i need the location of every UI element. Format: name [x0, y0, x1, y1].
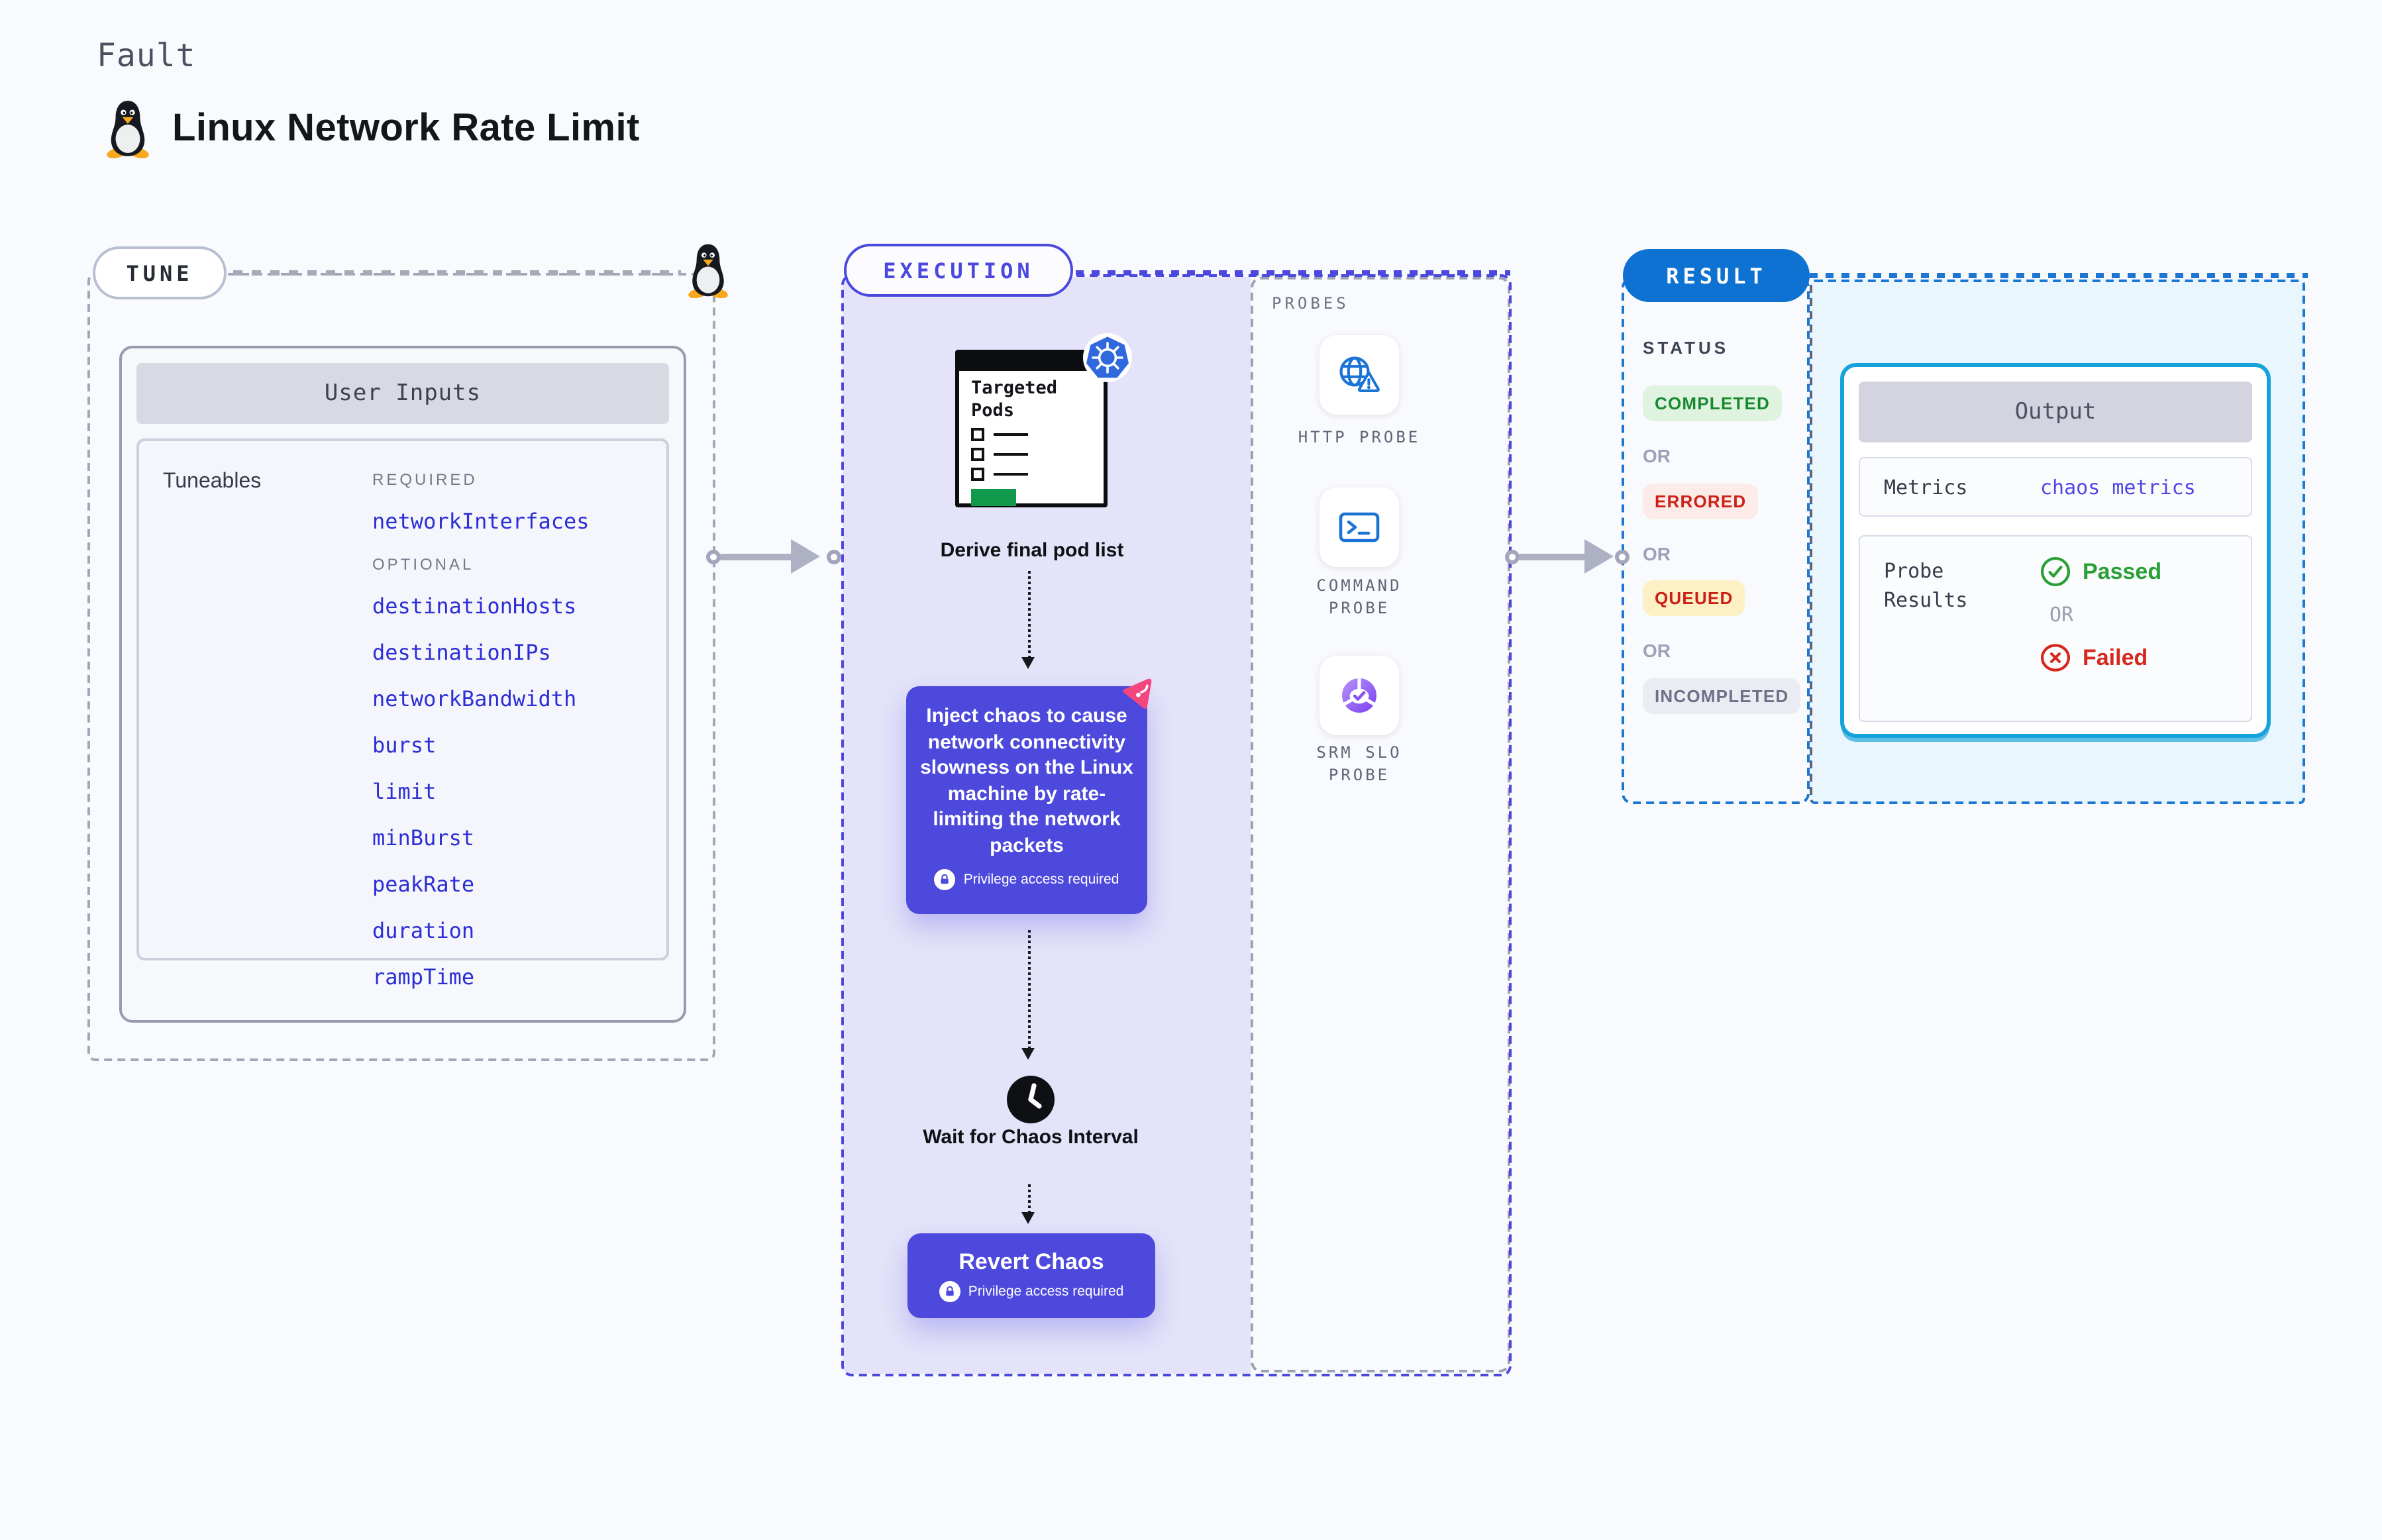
- tuneable-link[interactable]: rampTime: [372, 964, 475, 990]
- derive-pod-list-caption: Derive final pod list: [940, 539, 1124, 562]
- connector-dot: [826, 549, 841, 564]
- result-dotted-line: [1810, 273, 2308, 278]
- revert-chaos-card: Revert Chaos Privilege access required: [907, 1233, 1155, 1318]
- tuneable-link[interactable]: peakRate: [372, 872, 475, 897]
- fault-kicker: Fault: [97, 37, 196, 74]
- status-badge-queued: QUEUED: [1643, 580, 1745, 616]
- lock-icon: [939, 1281, 960, 1302]
- wait-for-chaos-caption: Wait for Chaos Interval: [923, 1126, 1139, 1149]
- targeted-pods-card: Targeted Pods: [955, 350, 1108, 507]
- arrow-execution-to-result: [1518, 553, 1587, 560]
- privilege-note: Privilege access required: [918, 869, 1135, 890]
- page-title: Linux Network Rate Limit: [172, 107, 640, 149]
- checkbox-icon: [971, 468, 984, 481]
- tuneable-link[interactable]: destinationHosts: [372, 593, 577, 619]
- tuneables-panel: Tuneables REQUIRED networkInterfaces OPT…: [136, 438, 669, 990]
- or-label: OR: [1643, 640, 1671, 661]
- lock-icon: [934, 869, 956, 890]
- or-label: OR: [2049, 603, 2074, 627]
- tux-icon: [105, 98, 151, 159]
- tuneable-link[interactable]: minBurst: [372, 825, 475, 850]
- srm-slo-probe-label: SRM SLO PROBE: [1316, 743, 1402, 784]
- execution-section: [841, 274, 1512, 1376]
- status-heading: STATUS: [1643, 338, 1730, 358]
- connector-dot: [705, 549, 720, 564]
- checkbox-icon: [971, 428, 984, 441]
- inject-chaos-text: Inject chaos to cause network connectivi…: [920, 705, 1133, 856]
- tuneable-link[interactable]: destinationIPs: [372, 640, 551, 665]
- status-badge-errored: ERRORED: [1643, 484, 1759, 519]
- flow-arrow-down: [1021, 930, 1035, 1060]
- tuneable-link[interactable]: networkBandwidth: [372, 686, 577, 711]
- required-label: REQUIRED: [372, 470, 478, 489]
- command-probe-label: COMMAND PROBE: [1316, 576, 1402, 617]
- arrow-tune-to-execution: [719, 553, 796, 560]
- page-header: Linux Network Rate Limit: [105, 98, 640, 159]
- progress-bar: [971, 489, 1016, 506]
- or-label: OR: [1643, 543, 1671, 564]
- litmus-chaos-icon: [1112, 660, 1172, 720]
- tux-corner-icon: [686, 242, 730, 298]
- privilege-note: Privilege access required: [939, 1281, 1123, 1302]
- or-label: OR: [1643, 445, 1671, 466]
- result-label: RESULT: [1623, 249, 1810, 302]
- x-circle-icon: [2040, 642, 2071, 673]
- tune-dotted-line: [233, 270, 681, 276]
- pod-list-item: [971, 428, 1092, 441]
- tuneable-link[interactable]: networkInterfaces: [372, 509, 590, 534]
- revert-chaos-label: Revert Chaos: [958, 1249, 1104, 1274]
- srm-slo-probe-icon: [1320, 656, 1399, 735]
- probe-results-label: Probe Results: [1884, 559, 1968, 612]
- flow-arrow-down: [1021, 571, 1035, 669]
- execution-dotted-line: [1076, 270, 1510, 276]
- pod-list-item: [971, 448, 1092, 461]
- connector-dot: [1614, 549, 1629, 564]
- user-inputs-title: User Inputs: [136, 363, 669, 424]
- arrowhead-icon: [791, 539, 820, 574]
- inject-chaos-card: Inject chaos to cause network connectivi…: [906, 678, 1152, 914]
- check-circle-icon: [2040, 556, 2071, 587]
- probe-result-failed: Failed: [2040, 642, 2161, 673]
- probe-results-row: Probe Results Passed OR: [1859, 535, 2252, 722]
- status-badge-completed: COMPLETED: [1643, 385, 1783, 421]
- checkbox-icon: [971, 448, 984, 461]
- doc-titlebar: [959, 354, 1104, 371]
- command-probe-icon: [1320, 488, 1399, 567]
- http-probe-icon: [1320, 335, 1399, 415]
- connector-dot: [1504, 549, 1519, 564]
- probes-label: PROBES: [1272, 294, 1349, 313]
- flow-arrow-down: [1021, 1184, 1035, 1224]
- pod-list-item: [971, 468, 1092, 481]
- output-card: Output Metrics chaos metrics Probe Resul…: [1840, 363, 2271, 738]
- optional-label: OPTIONAL: [372, 555, 474, 574]
- kubernetes-icon: [1082, 333, 1133, 383]
- arrowhead-icon: [1584, 539, 1614, 574]
- execution-label: EXECUTION: [844, 244, 1073, 297]
- tuneables-label: Tuneables: [163, 470, 262, 493]
- tune-label: TUNE: [93, 246, 227, 299]
- output-title: Output: [1859, 382, 2252, 442]
- tuneable-link[interactable]: duration: [372, 918, 475, 943]
- targeted-pods-title: Targeted Pods: [971, 378, 1058, 421]
- metrics-row: Metrics chaos metrics: [1859, 457, 2252, 517]
- probe-result-passed: Passed: [2040, 556, 2161, 587]
- tuneable-link[interactable]: limit: [372, 779, 437, 804]
- metrics-label: Metrics: [1884, 475, 1968, 499]
- status-badge-incompleted: INCOMPLETED: [1643, 678, 1801, 714]
- chaos-metrics-link[interactable]: chaos metrics: [2040, 475, 2196, 499]
- clock-icon: [1006, 1074, 1056, 1125]
- tuneable-link[interactable]: burst: [372, 733, 437, 758]
- user-inputs-card: User Inputs Tuneables REQUIRED networkIn…: [119, 346, 686, 1023]
- status-column: STATUS COMPLETED OR ERRORED OR QUEUED OR…: [1643, 338, 1801, 714]
- http-probe-label: HTTP PROBE: [1298, 428, 1421, 446]
